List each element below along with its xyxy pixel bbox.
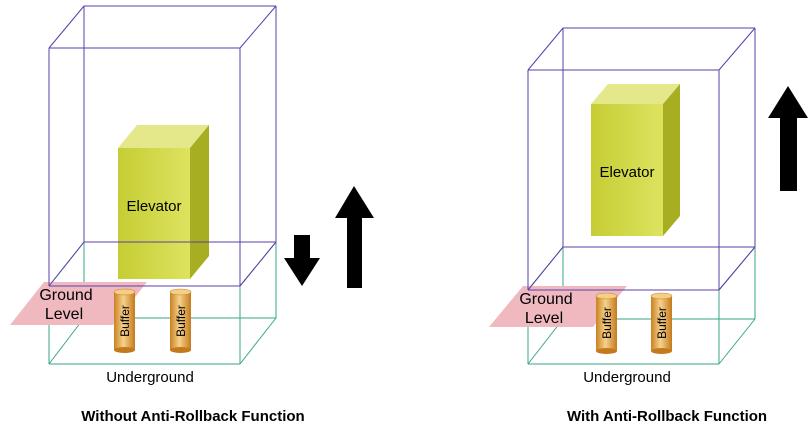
right-up-arrow — [768, 86, 808, 191]
left-elevator-label: Elevator — [126, 198, 181, 215]
right-elevator-car: Elevator — [591, 84, 680, 236]
left-caption: Without Anti-Rollback Function — [81, 408, 304, 425]
right-buffer-2: Buffer — [650, 292, 673, 354]
left-scene: Buffer Buffer Elevator — [10, 5, 374, 425]
right-buffer-2-label: Buffer — [655, 307, 669, 339]
right-buffer-1-label: Buffer — [600, 307, 614, 339]
left-up-arrow — [335, 186, 374, 288]
left-buffer-2: Buffer — [169, 288, 192, 353]
left-shaft-box — [48, 5, 277, 287]
right-shaft-box — [527, 27, 756, 291]
left-underground-label: Underground — [106, 369, 194, 386]
right-ground-label-line1: Ground — [519, 291, 572, 308]
right-caption: With Anti-Rollback Function — [567, 408, 767, 425]
right-elevator-label: Elevator — [599, 164, 654, 181]
left-buffer-2-label: Buffer — [174, 305, 188, 337]
left-buffer-1: Buffer — [113, 288, 136, 353]
right-buffer-1: Buffer — [595, 292, 618, 354]
left-ground-label-line1: Ground — [39, 287, 92, 304]
left-down-arrow — [284, 235, 320, 286]
right-ground-label-line2: Level — [525, 310, 563, 327]
left-ground-label-line2: Level — [45, 306, 83, 323]
right-scene: Buffer Buffer Elevator — [489, 27, 808, 425]
right-underground-label: Underground — [583, 369, 671, 386]
right-ground-slab — [489, 286, 627, 327]
left-elevator-car: Elevator — [118, 125, 209, 279]
left-ground-slab — [10, 282, 147, 325]
left-buffer-1-label: Buffer — [118, 305, 132, 337]
